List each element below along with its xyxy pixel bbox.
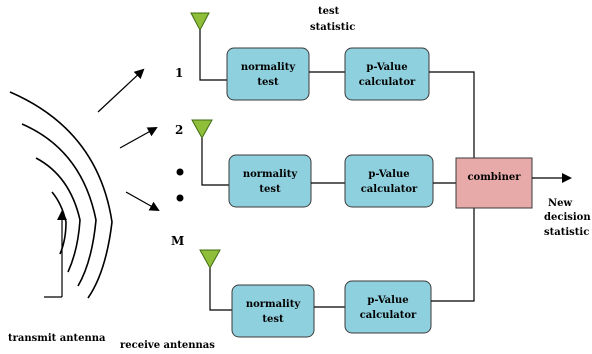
link-mb (431, 208, 475, 302)
transmit-wave-arcs (9, 91, 113, 299)
svg-text:test: test (259, 184, 281, 195)
pvalue-calculator-box-2: p-Value calculator (344, 154, 434, 208)
transmit-antenna-label: transmit antenna (8, 333, 106, 344)
combiner-box: combiner (455, 157, 533, 209)
receive-antenna-1-icon (190, 12, 210, 32)
svg-text:normality: normality (246, 299, 301, 310)
svg-text:combiner: combiner (467, 172, 521, 183)
link-1b (429, 71, 475, 158)
svg-text:p-Value: p-Value (366, 62, 407, 73)
svg-text:calculator: calculator (359, 77, 416, 88)
svg-text:calculator: calculator (360, 310, 417, 321)
branch-label-m: M (171, 234, 184, 248)
svg-text:test: test (257, 77, 279, 88)
pvalue-calculator-box-m: p-Value calculator (344, 280, 432, 334)
output-label-line1: New (548, 198, 573, 209)
feed-line-1 (199, 30, 227, 81)
test-statistic-label-line2: statistic (310, 22, 355, 33)
svg-text:p-Value: p-Value (368, 169, 409, 180)
receive-antennas-label: receive antennas (120, 340, 215, 351)
pvalue-calculator-box-1: p-Value calculator (344, 47, 430, 101)
feed-line-m (209, 268, 232, 311)
branch-label-2: 2 (175, 123, 183, 137)
normality-test-box-2: normality test (228, 154, 312, 208)
propagation-arrow-1 (97, 68, 145, 113)
svg-text:normality: normality (241, 62, 296, 73)
svg-text:calculator: calculator (361, 184, 418, 195)
svg-text:p-Value: p-Value (367, 295, 408, 306)
output-label-line2: decision (544, 212, 591, 223)
test-statistic-label-line1: test (318, 6, 340, 17)
propagation-arrow-3 (125, 191, 160, 211)
ellipsis-dot-1 (176, 168, 184, 176)
ellipsis-dot-2 (176, 194, 184, 202)
transmit-antenna-icon (44, 210, 67, 298)
svg-text:test: test (262, 314, 284, 325)
normality-test-box-1: normality test (226, 47, 310, 101)
normality-test-box-m: normality test (231, 284, 315, 338)
receive-antenna-m-icon (199, 249, 221, 270)
svg-text:normality: normality (243, 169, 298, 180)
output-label-line3: statistic (544, 227, 589, 238)
feed-line-2 (201, 138, 229, 186)
receive-antenna-2-icon (191, 119, 213, 140)
branch-label-1: 1 (175, 66, 183, 80)
propagation-arrow-2 (119, 127, 158, 149)
